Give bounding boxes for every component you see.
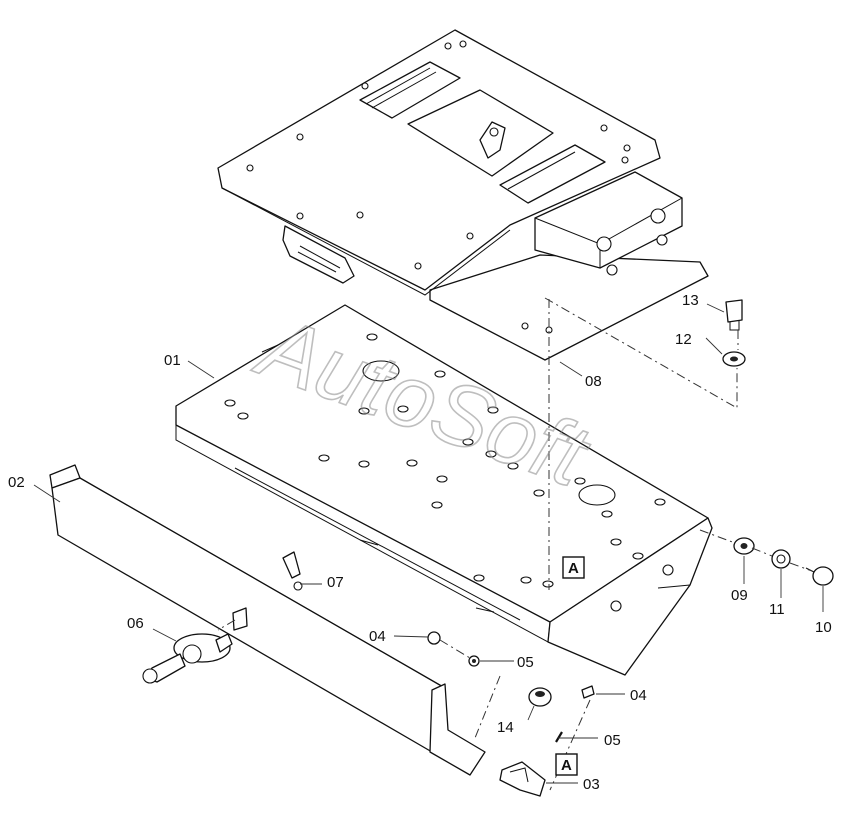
label-08: 08	[585, 373, 602, 390]
label-02: 02	[8, 474, 25, 491]
label-05-upper: 05	[517, 654, 534, 671]
label-14: 14	[497, 719, 514, 736]
label-09: 09	[731, 587, 748, 604]
label-06: 06	[127, 615, 144, 632]
label-04-right: 04	[630, 687, 647, 704]
mounting-hole	[542, 580, 554, 588]
lock-cylinder-with-key	[142, 633, 233, 684]
callout-box-a-upper: A	[562, 556, 585, 579]
label-10: 10	[815, 619, 832, 636]
callout-box-a-lower: A	[555, 753, 578, 776]
mounting-hole	[473, 574, 485, 582]
mounting-hole	[224, 399, 236, 407]
mounting-hole	[406, 459, 418, 467]
mounting-hole	[632, 552, 644, 560]
mounting-hole	[434, 370, 446, 378]
mounting-hole	[533, 489, 545, 497]
mounting-hole	[462, 438, 474, 446]
callout-label: A	[561, 757, 572, 774]
mounting-hole	[431, 501, 443, 509]
front-cover-panel	[49, 464, 486, 776]
label-12: 12	[675, 331, 692, 348]
label-11: 11	[769, 601, 785, 618]
label-07: 07	[327, 574, 344, 591]
mounting-hole	[237, 412, 249, 420]
main-base-plate	[175, 304, 713, 676]
top-seat-plate-assembly	[217, 29, 709, 361]
label-03: 03	[583, 776, 600, 793]
mounting-hole	[397, 405, 409, 413]
label-04-left: 04	[369, 628, 386, 645]
mounting-hole	[654, 498, 666, 506]
part-labels: 01 02 03 04 04 05 05 06 07 08 09 10 11 1…	[8, 292, 832, 793]
mounting-hole	[485, 450, 497, 458]
mounting-hole	[487, 406, 499, 414]
mounting-hole	[366, 333, 378, 341]
mounting-hole	[507, 462, 519, 470]
label-01: 01	[164, 352, 181, 369]
hardware-parts	[427, 299, 834, 797]
mounting-hole	[610, 538, 622, 546]
mounting-hole	[520, 576, 532, 584]
mounting-hole	[436, 475, 448, 483]
label-13: 13	[682, 292, 699, 309]
leader-lines	[33, 303, 824, 784]
callout-label: A	[568, 560, 579, 577]
mounting-hole	[358, 460, 370, 468]
mounting-hole	[601, 510, 613, 518]
mounting-hole	[574, 477, 586, 485]
mounting-hole	[318, 454, 330, 462]
mounting-hole	[358, 407, 370, 415]
label-05-lower: 05	[604, 732, 621, 749]
